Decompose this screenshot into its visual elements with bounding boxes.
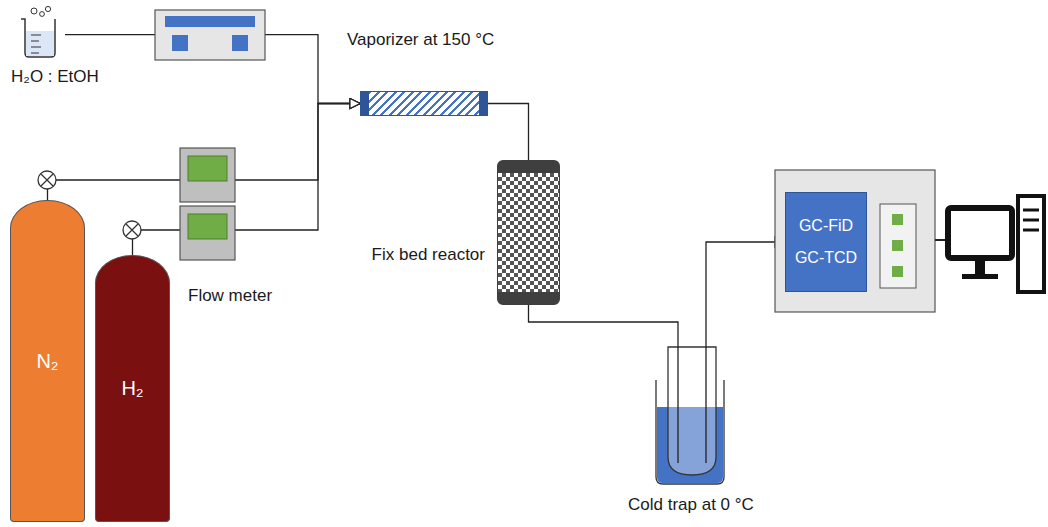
flow-meter-body <box>180 206 235 260</box>
pipe-connector <box>133 104 361 256</box>
node-text: GC-FiD <box>799 217 853 235</box>
valve-cross <box>41 174 53 186</box>
flow-meter-screen <box>188 214 227 239</box>
pipe-connector <box>706 242 785 335</box>
equipment-label: Flow meter <box>188 286 272 306</box>
computer <box>935 196 1044 292</box>
vaporizer: Vaporizer at 150 °C <box>360 91 488 116</box>
node-text: H₂ <box>121 377 143 400</box>
valve-cross <box>126 224 138 236</box>
gas-cylinder: H₂ <box>95 255 170 522</box>
pipe-connector <box>529 305 679 335</box>
equipment-label: Vaporizer at 150 °C <box>347 30 494 50</box>
cold-trap: Cold trap at 0 °C <box>650 335 730 485</box>
tower-slot <box>1023 210 1039 230</box>
pump-display <box>165 16 255 27</box>
equipment-label: Fix bed reactor <box>372 245 485 265</box>
monitor <box>948 208 1012 258</box>
gc-housing <box>775 170 935 312</box>
monitor-base <box>962 274 998 279</box>
gc-indicator <box>892 266 903 277</box>
pump-body <box>155 10 265 60</box>
node-text: GC-TCD <box>795 249 857 267</box>
gc-case <box>775 170 935 312</box>
node-text: N₂ <box>36 350 58 373</box>
flow-meter-screen <box>188 156 227 181</box>
valve <box>123 221 141 239</box>
cable <box>935 239 945 241</box>
monitor-stand <box>975 261 985 275</box>
equipment-label: H₂O : EtOH <box>11 67 99 87</box>
pipe-connector <box>488 104 529 161</box>
pump-button <box>232 35 248 51</box>
valve-body <box>123 221 141 239</box>
cold-trap-drawing <box>650 335 730 485</box>
tower <box>1018 196 1044 292</box>
fixed-bed-reactor: Fix bed reactor <box>497 160 560 305</box>
beaker-drawing <box>15 5 65 59</box>
equipment-label: Cold trap at 0 °C <box>628 495 754 515</box>
gc-indicator <box>892 240 903 251</box>
valve-body <box>38 171 56 189</box>
gc-panel <box>880 204 916 288</box>
gc-detector-box: GC-FiD GC-TCD <box>785 192 867 292</box>
gas-cylinder: N₂ <box>10 200 85 522</box>
valve <box>38 171 56 189</box>
pump <box>155 10 265 60</box>
pump-button <box>172 35 188 51</box>
beaker: H₂O : EtOH <box>15 5 65 59</box>
gc-indicator <box>892 214 903 225</box>
flow-meter <box>180 206 235 260</box>
flow-meter-body <box>180 148 235 202</box>
flow-meter <box>180 148 235 202</box>
